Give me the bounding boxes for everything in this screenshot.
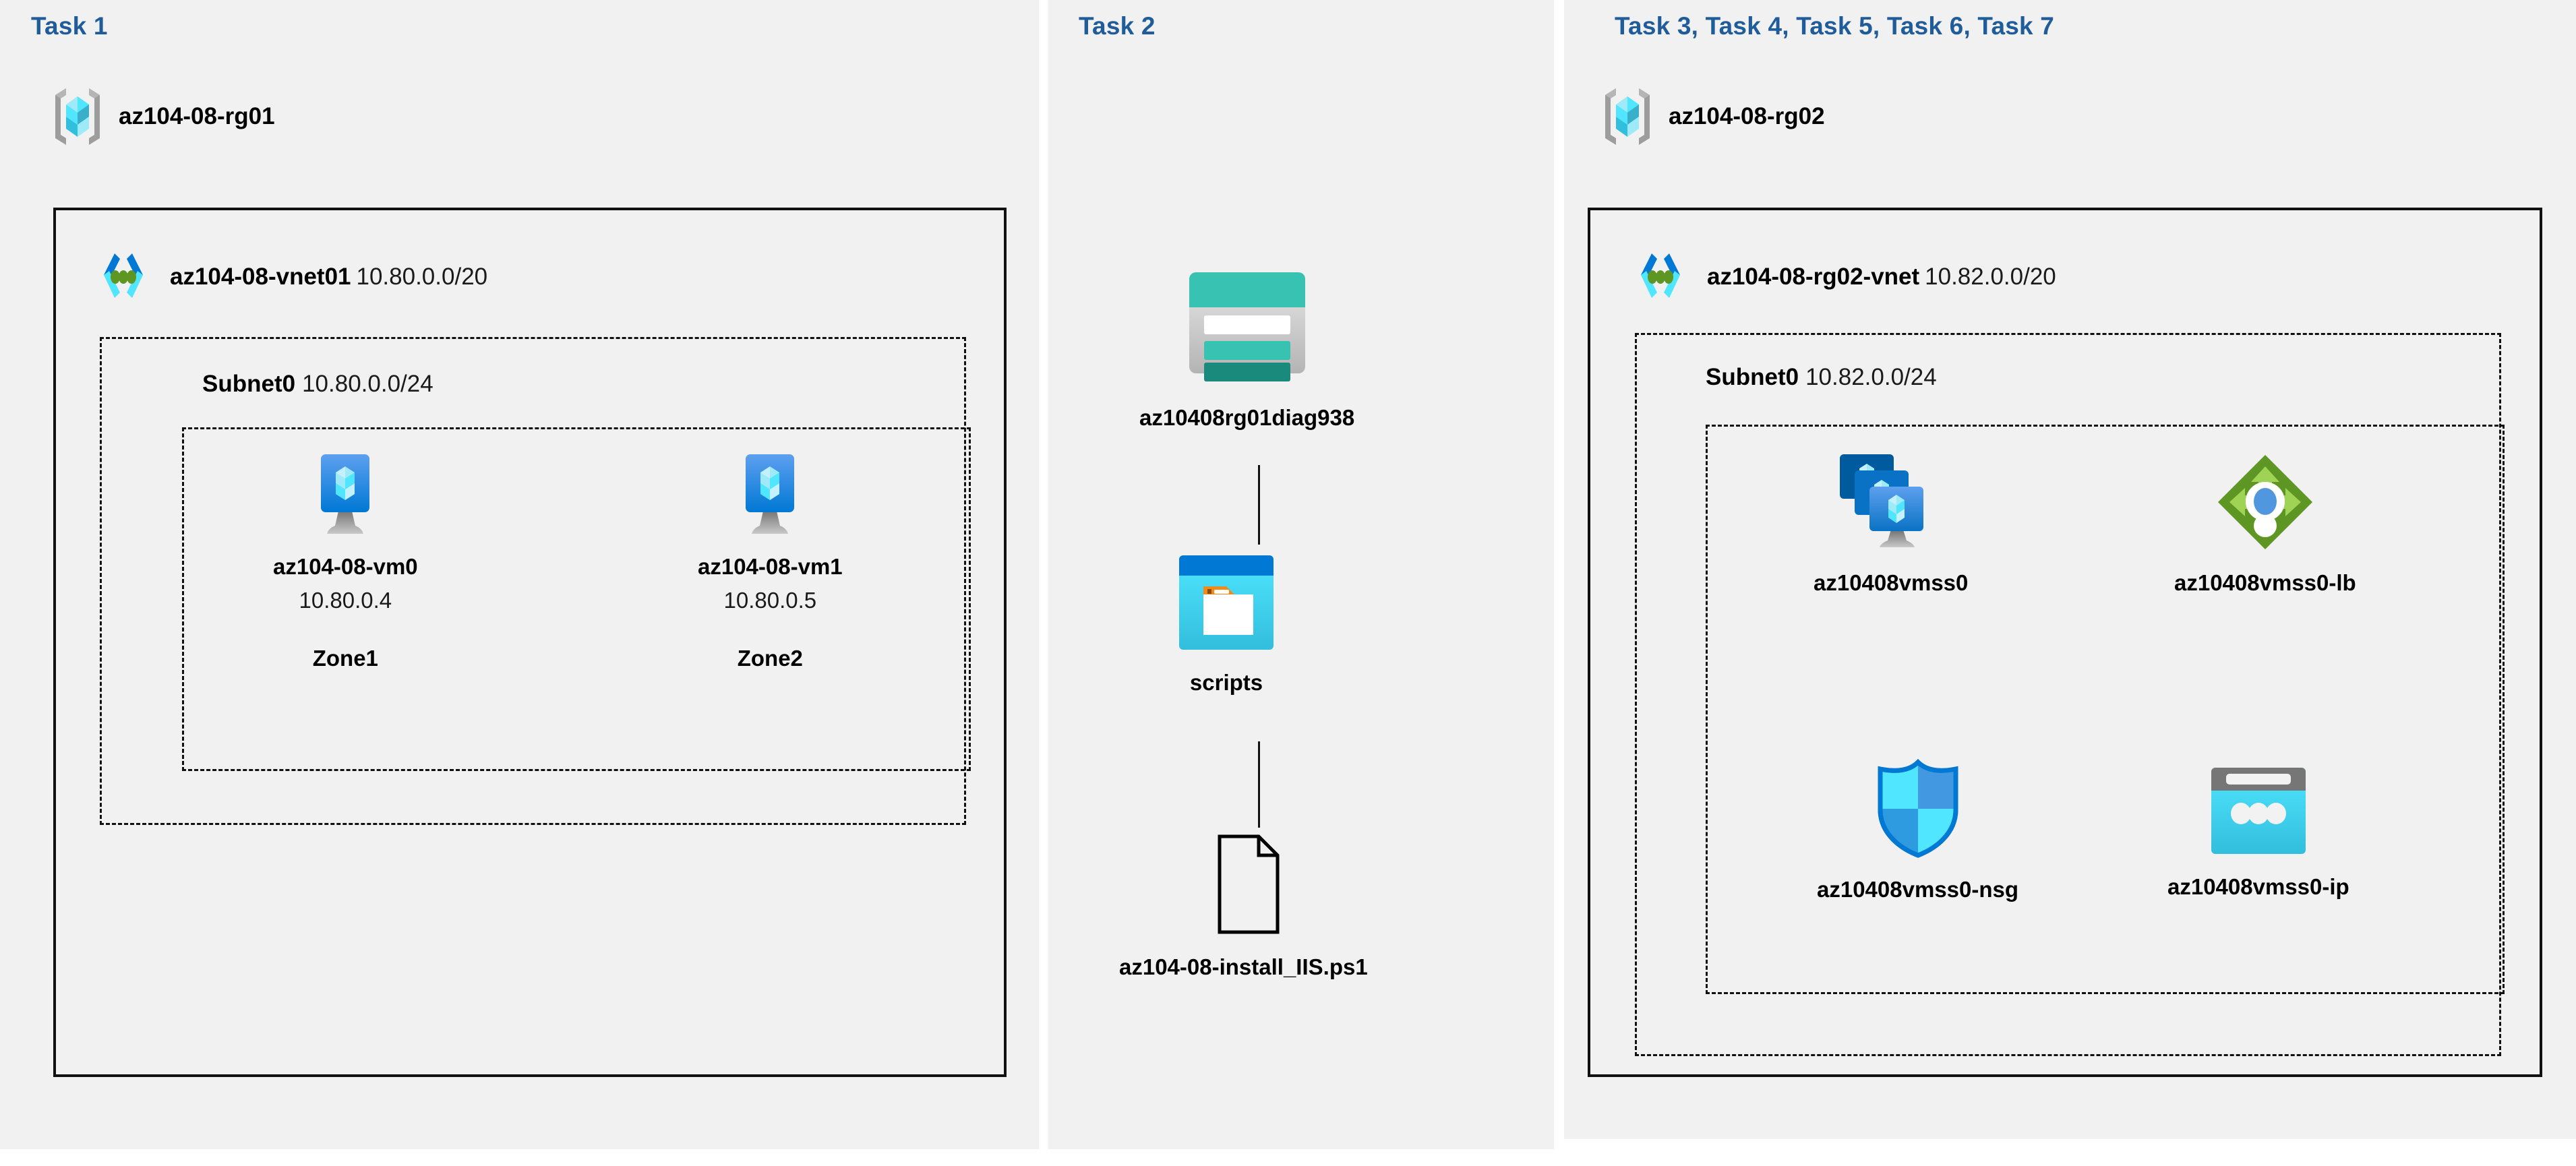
vnet-cidr-1: 10.80.0.0/20	[356, 264, 488, 290]
node-public-ip-address[interactable]: az10408vmss0-ip	[2167, 765, 2349, 900]
virtual-machine-icon	[731, 452, 809, 536]
network-security-group-icon	[1874, 758, 1963, 859]
node-vm-scale-set[interactable]: az10408vmss0	[1814, 452, 1968, 596]
node-load-balancer[interactable]: az10408vmss0-lb	[2174, 452, 2356, 596]
subnet-boundary-1	[100, 337, 966, 825]
vm0-zone: Zone1	[312, 646, 378, 671]
resource-group-icon	[51, 84, 104, 149]
virtual-machine-icon	[306, 452, 384, 536]
subnet-name-1: Subnet0	[202, 371, 296, 397]
node-blob-container[interactable]: scripts	[1176, 553, 1276, 696]
resource-group-header-1: az104-08-rg01	[51, 84, 275, 149]
connector-container-to-file	[1258, 741, 1260, 828]
node-script-file[interactable]: az104-08-install_IIS.ps1	[1119, 832, 1368, 980]
vnet-name-2: az104-08-rg02-vnet	[1707, 264, 1920, 290]
vm-scale-set-icon	[1837, 452, 1945, 553]
node-storage-account[interactable]: az10408rg01diag938	[1139, 263, 1354, 431]
virtual-network-icon	[1631, 248, 1689, 306]
load-balancer-name: az10408vmss0-lb	[2174, 570, 2356, 595]
storage-account-icon	[1187, 263, 1308, 388]
panel-task-1	[0, 0, 1039, 1149]
task-label-1: Task 1	[31, 12, 108, 40]
virtual-network-icon	[94, 248, 152, 306]
public-ip-address-icon	[2209, 765, 2308, 857]
vm1-name: az104-08-vm1	[698, 554, 843, 579]
network-security-group-name: az10408vmss0-nsg	[1817, 877, 2019, 902]
file-icon	[1193, 832, 1294, 937]
load-balancer-icon	[2215, 452, 2316, 553]
vnet-boundary-2	[1588, 208, 2542, 1077]
resource-group-name-1: az104-08-rg01	[119, 103, 275, 129]
script-file-name: az104-08-install_IIS.ps1	[1119, 954, 1368, 979]
availability-zone-boundary-1	[182, 427, 971, 771]
subnet-boundary-2	[1635, 333, 2501, 1056]
panel-task-2	[1048, 0, 1554, 1149]
subnet-cidr-1: 10.80.0.0/24	[302, 371, 433, 397]
vmss-resource-boundary	[1706, 425, 2505, 994]
resource-group-name-2: az104-08-rg02	[1669, 103, 1825, 129]
blob-container-icon	[1176, 553, 1276, 652]
subnet-cidr-2: 10.82.0.0/24	[1805, 364, 1937, 390]
resource-group-icon	[1601, 84, 1654, 149]
vm-scale-set-name: az10408vmss0	[1814, 570, 1969, 595]
storage-account-name: az10408rg01diag938	[1139, 405, 1355, 430]
node-vm1[interactable]: az104-08-vm1 10.80.0.5 Zone2	[698, 452, 843, 671]
public-ip-address-name: az10408vmss0-ip	[2167, 874, 2349, 899]
vm1-zone: Zone2	[737, 646, 803, 671]
node-network-security-group[interactable]: az10408vmss0-nsg	[1817, 758, 2018, 902]
vnet-boundary-1	[53, 208, 1007, 1077]
task-label-2: Task 2	[1079, 12, 1156, 40]
blob-container-name: scripts	[1189, 670, 1263, 695]
vm0-name: az104-08-vm0	[273, 554, 418, 579]
task-label-3: Task 3, Task 4, Task 5, Task 6, Task 7	[1615, 12, 2055, 40]
panel-task-3	[1564, 0, 2576, 1139]
vnet-name-1: az104-08-vnet01	[170, 264, 351, 290]
subnet-name-2: Subnet0	[1706, 364, 1799, 390]
vm1-ip: 10.80.0.5	[723, 588, 817, 613]
connector-storage-to-container	[1258, 465, 1260, 545]
vnet-cidr-2: 10.82.0.0/20	[1925, 264, 2056, 290]
node-vm0[interactable]: az104-08-vm0 10.80.0.4 Zone1	[273, 452, 418, 671]
resource-group-header-2: az104-08-rg02	[1601, 84, 1825, 149]
vm0-ip: 10.80.0.4	[299, 588, 392, 613]
